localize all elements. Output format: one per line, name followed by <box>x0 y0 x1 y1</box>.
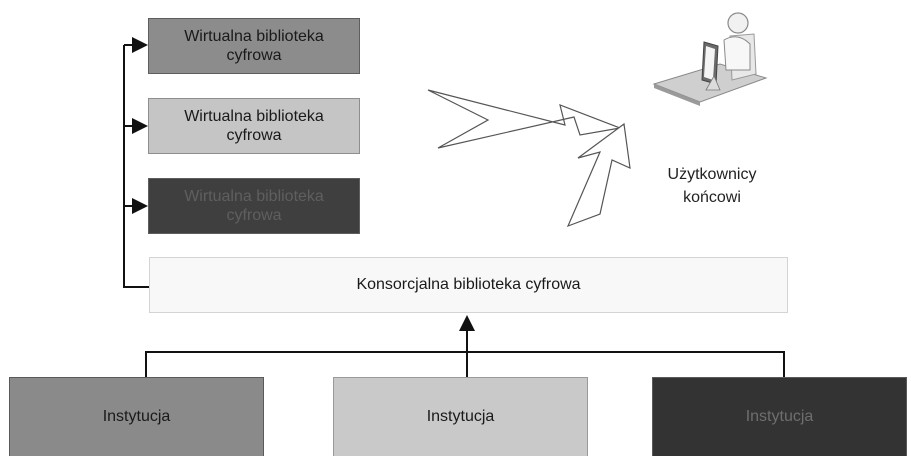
institution-3-label: Instytucja <box>745 408 814 426</box>
virtual-library-3: Wirtualna biblioteka cyfrowa <box>148 178 360 234</box>
consortium-label: Konsorcjalna biblioteka cyfrowa <box>356 276 581 294</box>
end-users-label-line2: końcowi <box>683 189 741 207</box>
left-bus-line <box>123 45 149 288</box>
institution-1: Instytucja <box>9 377 264 456</box>
consortium-library: Konsorcjalna biblioteka cyfrowa <box>149 257 788 313</box>
virtual-library-2: Wirtualna biblioteka cyfrowa <box>148 98 360 154</box>
institution-2-label: Instytucja <box>426 408 495 426</box>
virtual-library-1-label: Wirtualna biblioteka cyfrowa <box>184 27 324 64</box>
institutions-bracket <box>145 351 785 377</box>
institution-2: Instytucja <box>333 377 588 456</box>
virtual-library-1: Wirtualna biblioteka cyfrowa <box>148 18 360 74</box>
lightning-arrow-lower <box>566 122 631 228</box>
virtual-library-2-label: Wirtualna biblioteka cyfrowa <box>184 107 324 144</box>
institution-3: Instytucja <box>652 377 907 456</box>
end-users-label: Użytkownicy końcowi <box>648 163 776 209</box>
lightning-arrow-upper <box>427 89 623 149</box>
virtual-library-3-label: Wirtualna biblioteka cyfrowa <box>184 187 324 224</box>
user-at-computer-icon <box>652 12 768 106</box>
institution-1-label: Instytucja <box>102 408 171 426</box>
end-users-label-line1: Użytkownicy <box>667 166 757 183</box>
